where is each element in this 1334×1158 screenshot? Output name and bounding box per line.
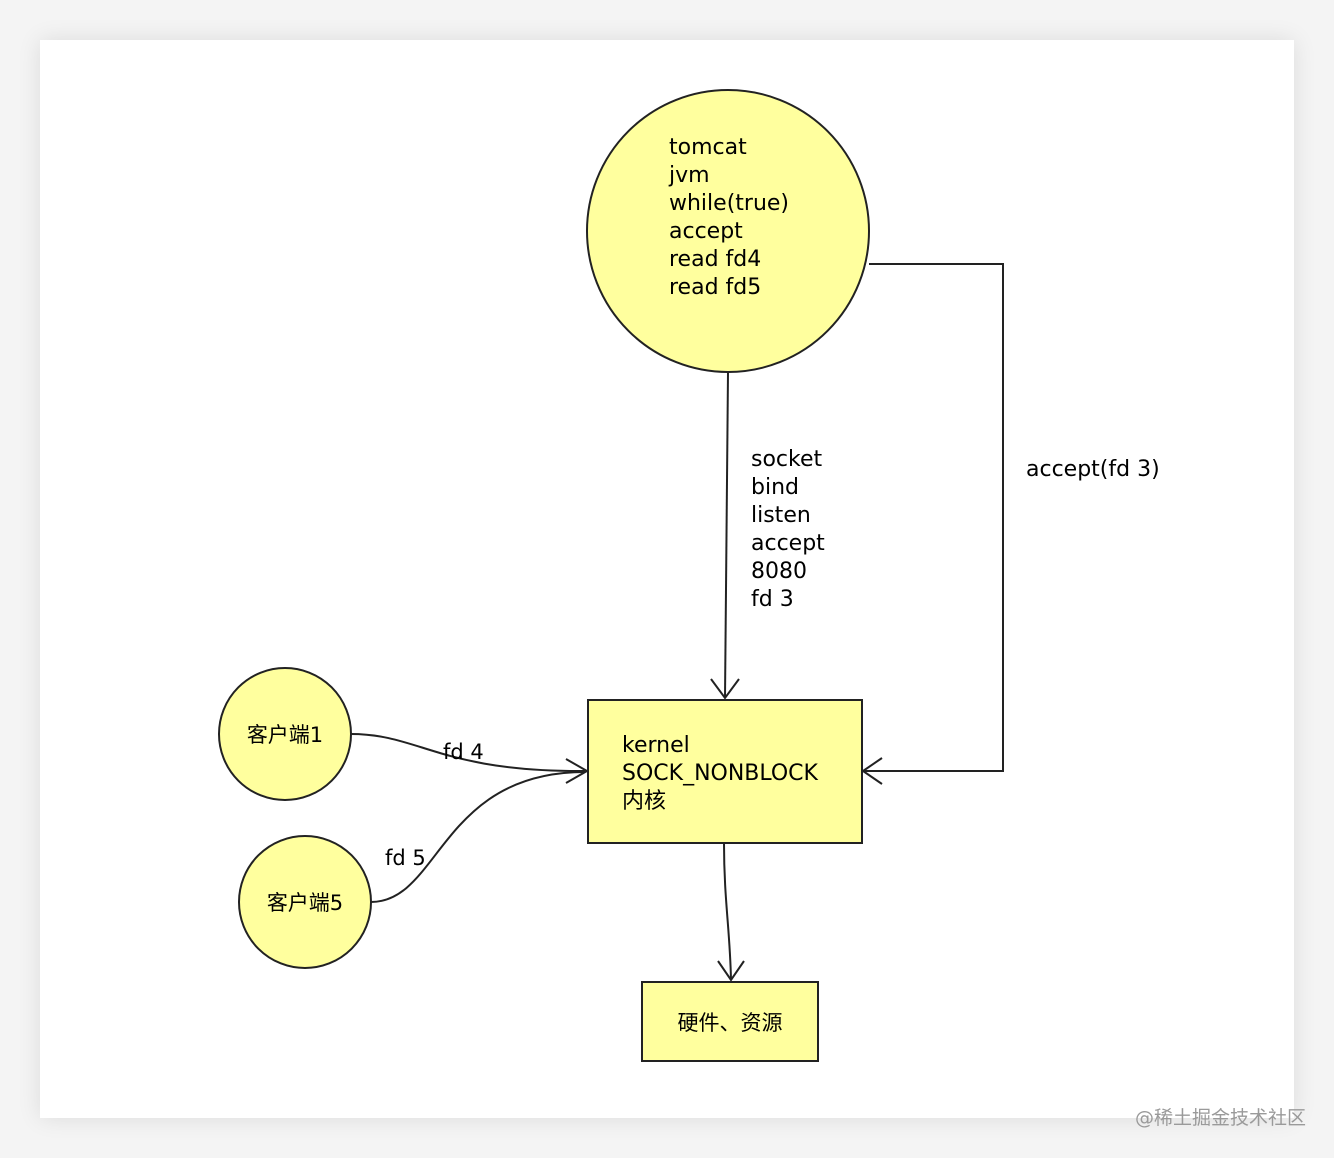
edge-tomcat-to-kernel-line — [724, 371, 729, 699]
kernel-line-3: 内核 — [622, 789, 666, 814]
edge-client5-line — [370, 771, 586, 903]
hardware-node[interactable]: 硬件、资源 — [641, 981, 819, 1062]
edge-label-line-5: 8080 — [751, 559, 807, 584]
edge-label-line-4: accept — [751, 531, 825, 556]
edge-kernel-hardware-arrow — [717, 960, 745, 982]
edge-client1-to-kernel: fd 4 — [350, 733, 586, 773]
hardware-label: 硬件、资源 — [678, 1011, 783, 1035]
kernel-line-1: kernel — [622, 733, 690, 758]
edge-tomcat-to-kernel-arrow — [710, 678, 740, 700]
client5-node[interactable]: 客户端5 — [238, 835, 372, 969]
edge-label-line-6: fd 3 — [751, 587, 794, 612]
client1-label: 客户端1 — [247, 723, 323, 747]
edge-label-line-3: listen — [751, 503, 811, 528]
kernel-line-2: SOCK_NONBLOCK — [622, 761, 819, 786]
edge-accept-loop: accept(fd 3) — [861, 263, 1160, 785]
client1-node[interactable]: 客户端1 — [218, 667, 352, 801]
tomcat-node[interactable]: tomcat jvm while(true) accept read fd4 r… — [586, 89, 870, 373]
edge-kernel-to-hardware — [717, 842, 745, 982]
tomcat-line-5: read fd4 — [669, 247, 761, 272]
hardware-box — [641, 981, 819, 1062]
edge-client5-label: fd 5 — [385, 846, 426, 870]
edge-accept-loop-line — [863, 263, 1004, 772]
tomcat-line-4: accept — [669, 219, 743, 244]
edge-clients-arrow — [565, 758, 590, 784]
edge-client5-to-kernel: fd 5 — [370, 771, 586, 903]
kernel-node[interactable]: kernel SOCK_NONBLOCK 内核 — [587, 699, 863, 844]
client5-label: 客户端5 — [267, 891, 343, 915]
tomcat-line-6: read fd5 — [669, 275, 761, 300]
edge-client1-line — [350, 733, 586, 773]
edge-tomcat-to-kernel: socket bind listen accept 8080 fd 3 — [710, 371, 825, 700]
tomcat-line-3: while(true) — [669, 191, 789, 216]
edge-client1-label: fd 4 — [443, 740, 484, 764]
tomcat-line-2: jvm — [668, 163, 710, 188]
edge-label-line-1: socket — [751, 447, 823, 472]
watermark: @稀土掘金技术社区 — [1134, 1107, 1306, 1129]
edge-label-line-2: bind — [751, 475, 799, 500]
tomcat-line-1: tomcat — [669, 135, 747, 160]
edge-kernel-hardware-line — [723, 842, 732, 981]
edge-accept-loop-label: accept(fd 3) — [1026, 457, 1160, 482]
